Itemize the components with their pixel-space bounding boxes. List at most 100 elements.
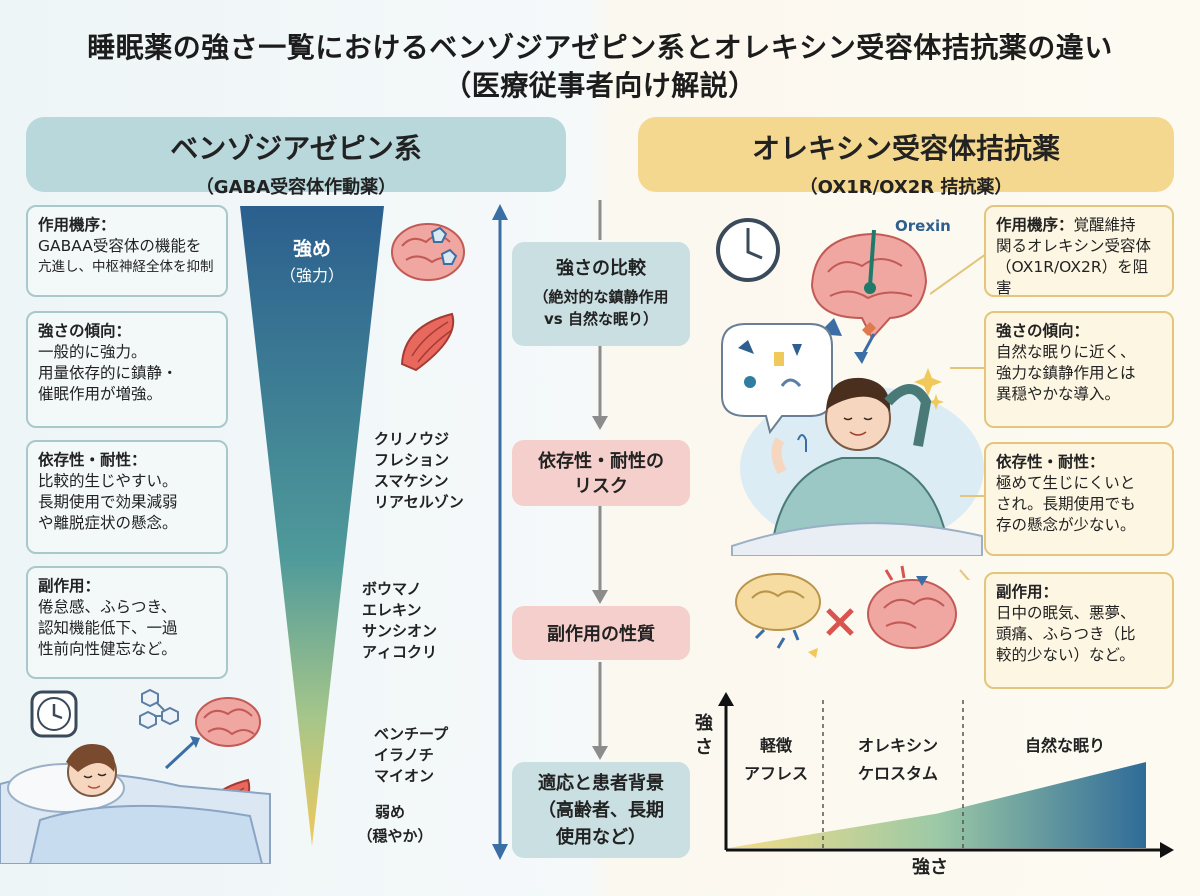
y-axis-arrow <box>718 692 734 706</box>
brain-comparison-illustration <box>735 565 957 658</box>
funnel-bottom-sub: （穏やか） <box>357 827 433 845</box>
right-box-line: 覚醒維持 <box>1073 216 1136 234</box>
active-brain-icon <box>867 565 957 649</box>
right-box-dependence: 依存性・耐性： 極めて生じにくいと され。長期使用でも 存の懸念が少ない。 <box>984 442 1174 556</box>
drug-name: ベンチープ <box>374 725 449 743</box>
left-box-side-effects: 副作用： 倦怠感、ふらつき、 認知機能低下、一過 性前向性健忘など。 <box>26 566 228 679</box>
benzodiazepine-subtitle: （GABA受容体作動薬） <box>195 177 397 198</box>
right-box-line: され。長期使用でも <box>996 495 1136 513</box>
right-box-strength: 強さの傾向： 自然な眠りに近く、 強力な鎮静作用とは 異穏やかな導入。 <box>984 311 1174 428</box>
middle-item-title: 強さの比較 <box>556 258 646 279</box>
left-box-line: 催眠作用が増強。 <box>38 385 163 403</box>
funnel-shape <box>240 206 384 846</box>
drug-name: サンシオン <box>362 622 438 640</box>
middle-item-side-effect-nature: 副作用の性質 <box>512 606 690 660</box>
clock-icon-right <box>716 218 780 282</box>
right-box-line: 関るオレキシン受容体 <box>996 237 1152 255</box>
benzodiazepine-title: ベンゾジアゼピン系 <box>170 132 422 165</box>
left-box-strength: 強さの傾向： 一般的に強力。 用量依存的に鎮静・ 催眠作用が増強。 <box>26 311 228 428</box>
chart-y-label: 強さ <box>695 713 713 758</box>
chart-x-label: 強さ <box>912 857 948 878</box>
calm-brain-icon <box>735 573 821 658</box>
cross-icon <box>826 608 854 636</box>
sleeping-woman-illustration <box>0 744 271 864</box>
orexin-header: オレキシン受容体拮抗薬 （OX1R/OX2R 拮抗薬） <box>638 117 1174 198</box>
orexin-label: Orexin <box>895 217 951 235</box>
right-box-mechanism: 作用機序：覚醒維持 関るオレキシン受容体 （OX1R/OX2R）を阻害 <box>984 205 1174 297</box>
strength-funnel <box>240 206 384 846</box>
drug-name: ボウマノ <box>362 580 422 598</box>
benzodiazepine-header: ベンゾジアゼピン系 （GABA受容体作動薬） <box>26 117 566 198</box>
funnel-top-sub: （強力） <box>279 266 344 285</box>
left-box-title: 強さの傾向： <box>38 322 132 340</box>
chart-segment-label-3: 自然な眠り <box>990 732 1140 760</box>
right-box-line: 異穏やかな導入。 <box>996 385 1121 403</box>
left-box-line: 長期使用で効果減弱 <box>38 493 178 511</box>
segment-line: 自然な眠り <box>1024 736 1105 755</box>
left-box-line: 用量依存的に鎮静・ <box>38 364 178 382</box>
right-box-title: 依存性・耐性： <box>996 453 1105 471</box>
drug-name: エレキン <box>362 601 422 619</box>
receptor-bubble <box>721 323 833 435</box>
middle-item-sub: （絶対的な鎮静作用 <box>533 288 669 306</box>
middle-item-sub: vs 自然な眠り） <box>544 310 658 328</box>
middle-item-title: 適応と患者背景 <box>538 773 664 794</box>
left-box-line: 性前向性健忘など。 <box>38 640 177 658</box>
middle-item-title: 副作用の性質 <box>547 624 655 645</box>
right-box-line: 強力な鎮静作用とは <box>996 364 1136 382</box>
right-box-line: 較的少ない）など。 <box>996 646 1135 664</box>
segment-line: ケロスタム <box>857 764 938 783</box>
left-box-line: や離脱症状の懸念。 <box>38 514 178 532</box>
middle-item-title: （高齢者、長期 <box>538 800 664 821</box>
x-axis-arrow <box>1160 842 1174 858</box>
drug-name: リアセルゾン <box>374 493 464 511</box>
drug-name: マイオン <box>374 767 435 785</box>
left-box-line: 一般的に強力。 <box>38 343 147 361</box>
right-box-line: （OX1R/OX2R）を阻害 <box>996 258 1149 297</box>
left-box-title: 作用機序： <box>38 216 116 234</box>
segment-line: アフレス <box>743 764 808 783</box>
drug-name: フレション <box>374 451 450 469</box>
clock-icon-left <box>30 690 78 738</box>
middle-item-strength-comparison: 強さの比較 （絶対的な鎮静作用 vs 自然な眠り） <box>512 242 690 346</box>
middle-item-title: リスク <box>574 476 628 497</box>
segment-line: オレキシン <box>857 736 938 755</box>
arrow-icon <box>164 736 200 770</box>
strength-area-chart <box>718 692 1174 858</box>
left-box-title: 副作用： <box>38 577 101 595</box>
orexin-title: オレキシン受容体拮抗薬 <box>751 132 1060 165</box>
drug-group-strong: クリノウジ フレション スマケシン リアセルゾン <box>374 429 464 513</box>
chart-segment-label-2: オレキシン ケロスタム <box>838 732 958 788</box>
left-box-mechanism: 作用機序： GABAA受容体の機能を 亢進し、中枢神経全体を抑制 <box>26 205 228 297</box>
drug-name: スマケシン <box>374 472 449 490</box>
drug-name: クリノウジ <box>374 430 450 448</box>
right-box-line: 存の懸念が少ない。 <box>996 516 1136 534</box>
drug-name: イラノチ <box>374 746 434 764</box>
chart-segment-label-1: 軽徴 アフレス <box>730 732 822 788</box>
drug-name: アィコクリ <box>362 643 438 661</box>
middle-item-title: 使用など） <box>556 827 646 848</box>
orexin-illustration <box>716 218 984 556</box>
orexin-subtitle: （OX1R/OX2R 拮抗薬） <box>799 177 1013 198</box>
right-box-title: 副作用： <box>996 583 1059 601</box>
middle-item-title: 依存性・耐性の <box>538 451 664 472</box>
muscle-icon <box>400 312 455 372</box>
funnel-top-label: 強め <box>292 238 331 260</box>
funnel-bottom-label: 弱め <box>374 803 405 821</box>
left-box-line: 認知機能低下、一過 <box>38 619 178 637</box>
middle-track <box>492 200 608 860</box>
left-box-dependence: 依存性・耐性： 比較的生じやすい。 長期使用で効果減弱 や離脱症状の懸念。 <box>26 440 228 554</box>
segment-line: 軽徴 <box>759 736 792 755</box>
arrow-down-head <box>492 844 508 860</box>
left-box-line: GABAA受容体の機能を <box>38 237 202 255</box>
brain-icon-small <box>195 697 261 747</box>
middle-item-indication-background: 適応と患者背景 （高齢者、長期 使用など） <box>512 762 690 858</box>
left-box-line: 比較的生じやすい。 <box>38 472 178 490</box>
left-box-title: 依存性・耐性： <box>38 451 147 469</box>
right-box-line: 頭痛、ふらつき（比 <box>996 625 1136 643</box>
right-box-line: 日中の眠気、悪夢、 <box>996 604 1136 622</box>
brain-network-icon <box>391 223 465 281</box>
left-box-line: 亢進し、中枢神経全体を抑制 <box>38 259 214 275</box>
right-box-side-effects: 副作用： 日中の眠気、悪夢、 頭痛、ふらつき（比 較的少ない）など。 <box>984 572 1174 689</box>
right-box-title: 作用機序： <box>996 216 1074 234</box>
